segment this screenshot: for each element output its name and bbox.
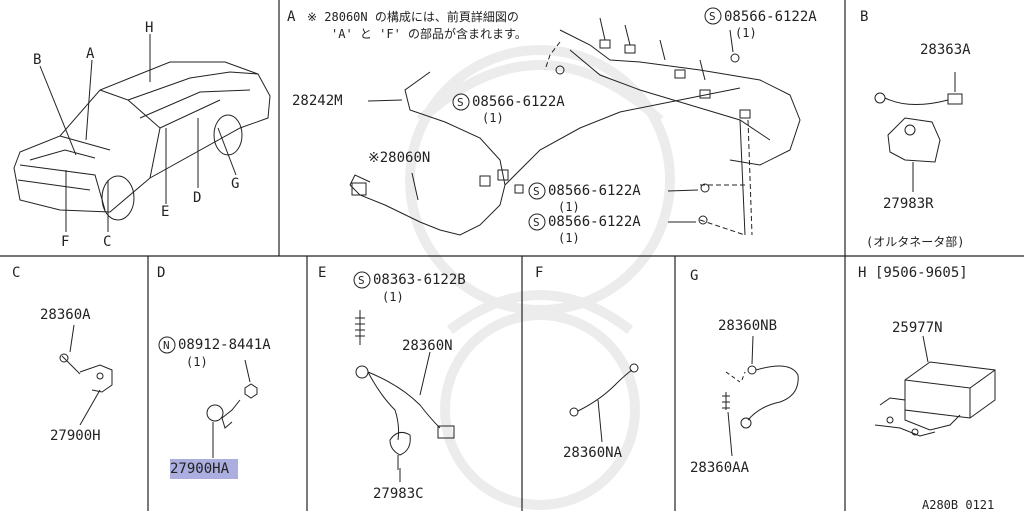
panel-a-screw-top: 08566-6122A — [724, 9, 817, 25]
callout-h: H — [145, 20, 154, 36]
panel-c-letter: C — [12, 265, 21, 281]
panel-b-caption: (オルタネータ部) — [866, 235, 965, 249]
footer-code: A280B 0121 — [922, 498, 995, 512]
part-27900ha[interactable]: 27900HA — [170, 461, 230, 477]
nut-symbol: N — [163, 339, 170, 352]
screw-symbol: S — [533, 185, 540, 198]
panel-a-screw-r1: 08566-6122A — [548, 183, 641, 199]
callout-f: E — [161, 204, 170, 220]
panel-a-note-line1: ※ 28060N の構成には、前頁詳細図の — [307, 10, 519, 24]
callout-a: A — [86, 46, 95, 62]
panel-a-letter: A — [287, 9, 296, 25]
ground-cable-drawing — [722, 335, 799, 457]
panel-h-letter: H — [858, 265, 867, 281]
callout-d: D — [193, 190, 202, 206]
ground-terminal-drawing — [206, 359, 258, 458]
panel-a-note-line2: 'A' と 'F' の部品が含まれます。 — [331, 27, 527, 41]
panel-f-letter: F — [535, 265, 544, 281]
part-27900h: 27900H — [50, 428, 101, 444]
panel-a-qty-mid: (1) — [482, 111, 504, 125]
screw-symbol: S — [709, 10, 716, 23]
screw-symbol: S — [533, 216, 540, 229]
panel-a-qty-top: (1) — [735, 26, 757, 40]
panel-a-qty-r2: (1) — [558, 231, 580, 245]
panel-a-screw-r2: 08566-6122A — [548, 214, 641, 230]
harness-drawing — [349, 17, 801, 236]
alternator-ground-drawing — [874, 72, 963, 192]
panel-e-screw-part: 08363-6122B — [373, 272, 466, 288]
part-28060n: ※28060N — [368, 150, 431, 166]
control-unit-drawing — [874, 335, 996, 437]
part-28360a: 28360A — [40, 307, 91, 323]
bracket-ground-drawing — [59, 324, 113, 426]
part-27983c: 27983C — [373, 486, 424, 502]
callout-e: F — [61, 234, 70, 250]
panel-d-letter: D — [157, 265, 166, 281]
part-28360na: 28360NA — [563, 445, 623, 461]
callout-b: B — [33, 52, 42, 68]
part-28360nb: 28360NB — [718, 318, 778, 334]
part-25977n: 25977N — [892, 320, 943, 336]
panel-d-qty: (1) — [186, 355, 208, 369]
panel-a-screw-mid: 08566-6122A — [472, 94, 565, 110]
part-27983r: 27983R — [883, 196, 934, 212]
panel-g-letter: G — [690, 268, 699, 284]
ground-harness-drawing — [355, 310, 455, 482]
ground-strap-drawing — [569, 363, 639, 443]
panel-d-nut-part: 08912-8441A — [178, 337, 271, 353]
callout-c: C — [103, 234, 112, 250]
part-28360aa: 28360AA — [690, 460, 750, 476]
panel-a-qty-r1: (1) — [558, 200, 580, 214]
part-28242m: 28242M — [292, 93, 343, 109]
panel-b-letter: B — [860, 9, 869, 25]
panel-e-qty: (1) — [382, 290, 404, 304]
panel-h-range: [9506-9605] — [875, 265, 968, 281]
panel-e-letter: E — [318, 265, 327, 281]
part-highlight — [170, 459, 238, 479]
callout-g: G — [231, 176, 240, 192]
part-28363a: 28363A — [920, 42, 971, 58]
car-drawing — [13, 34, 271, 232]
screw-symbol: S — [358, 274, 365, 287]
screw-symbol: S — [457, 96, 464, 109]
part-28360n: 28360N — [402, 338, 453, 354]
